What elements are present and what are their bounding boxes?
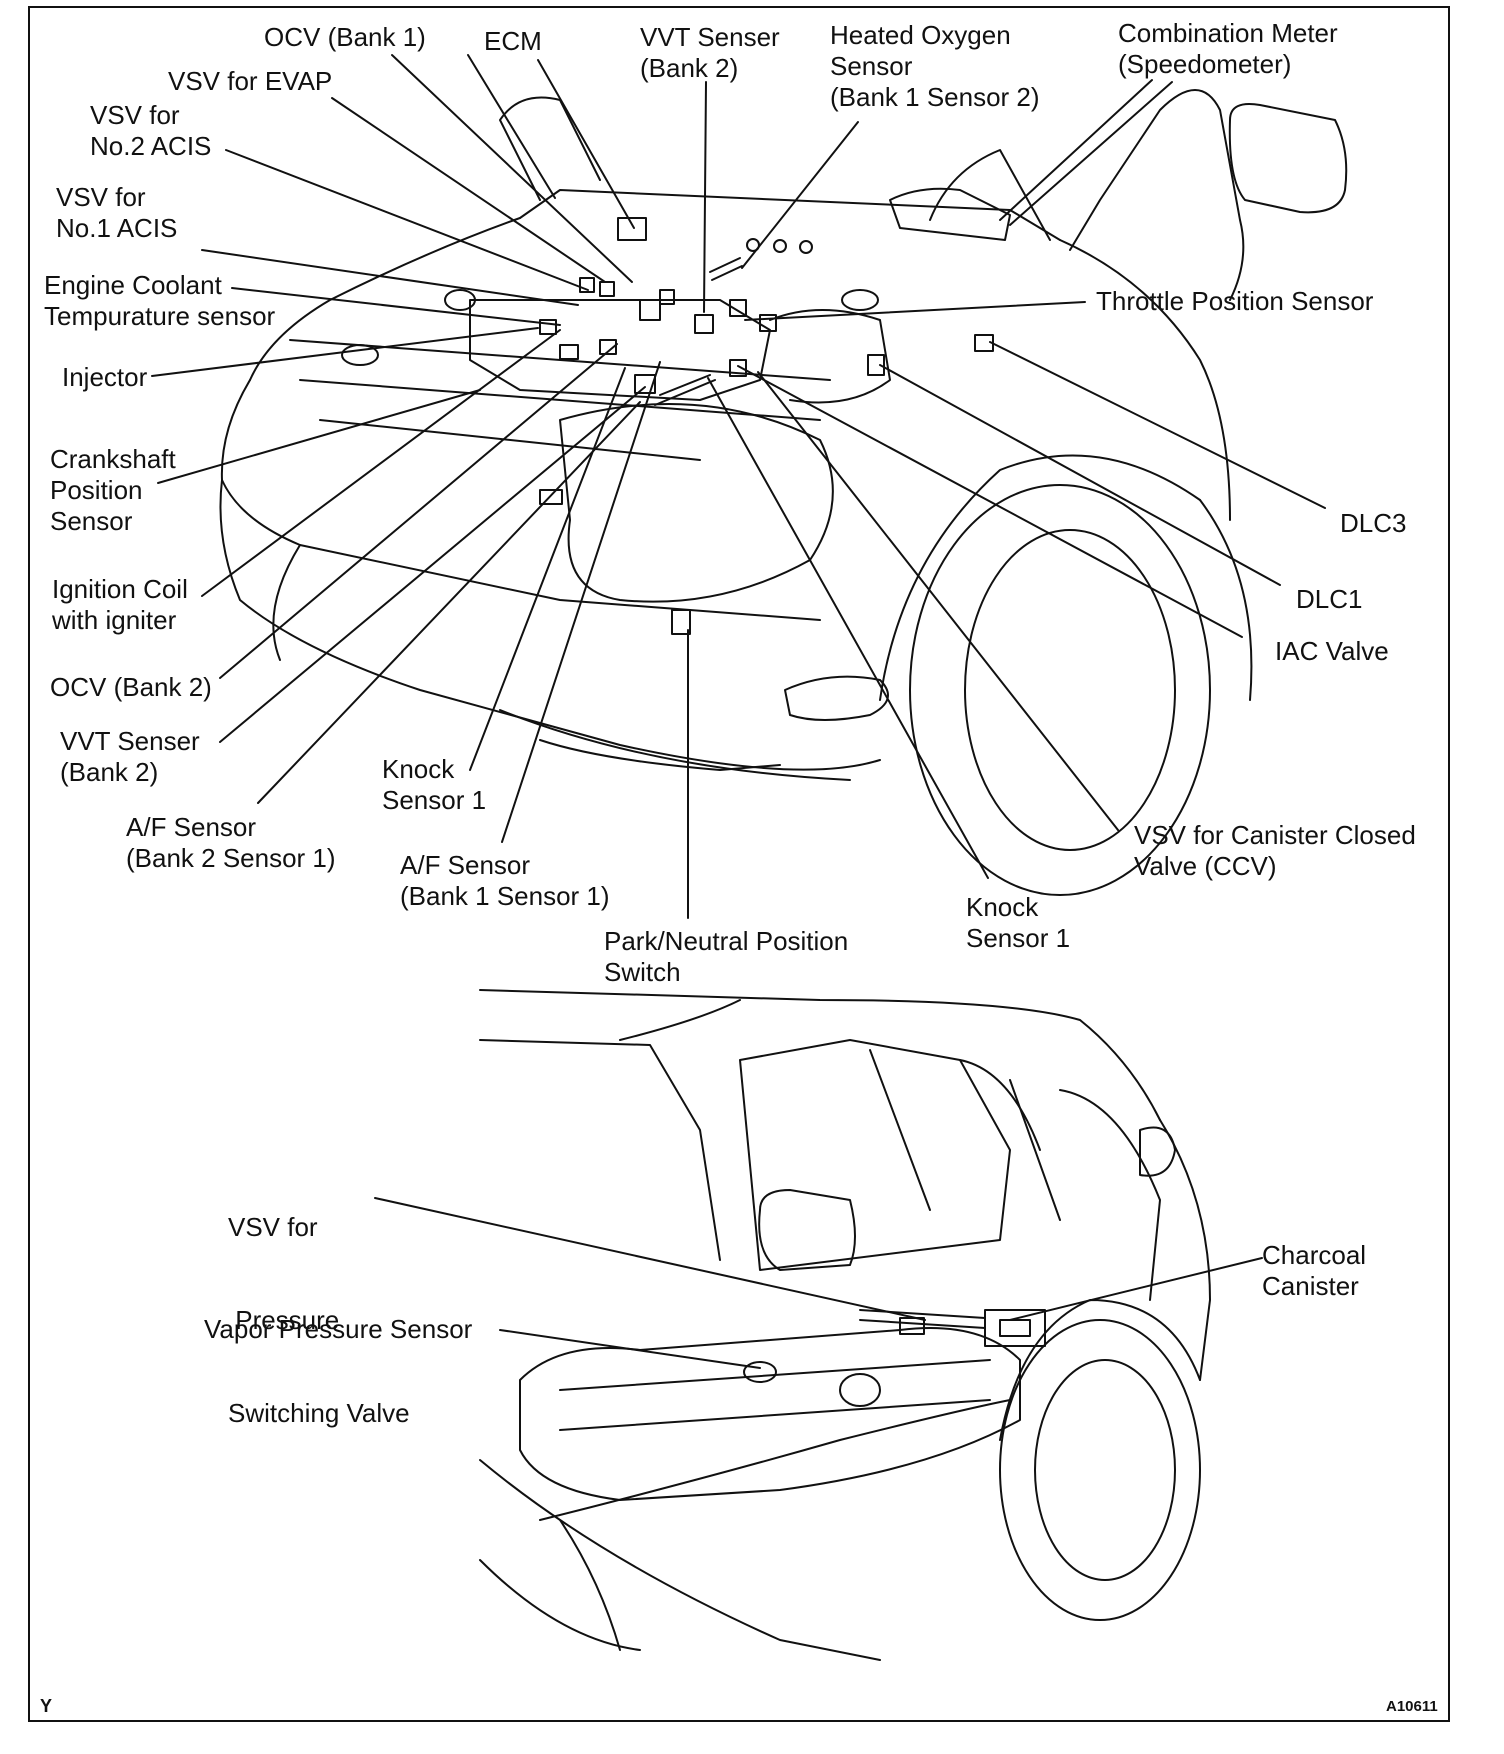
label-dlc3: DLC3 [1340, 508, 1407, 538]
label-ocv-bank2: OCV (Bank 2) [50, 672, 212, 702]
label-vapor-pressure-sensor: Vapor Pressure Sensor [204, 1314, 473, 1344]
corner-mark: Y [40, 1696, 53, 1716]
label-vvt-sensor-left: VVT Senser (Bank 2) [60, 726, 200, 787]
label-af-sensor-bank2: A/F Sensor (Bank 2 Sensor 1) [126, 812, 336, 873]
label-injector: Injector [62, 362, 148, 392]
label-ecm: ECM [484, 26, 542, 56]
diagram-frame [28, 6, 1450, 1722]
rear-vehicle-drawing [479, 989, 1211, 1661]
label-vsv-ccv: VSV for Canister Closed Valve (CCV) [1134, 820, 1416, 881]
label-engine-coolant-sensor: Engine Coolant Tempurature sensor [44, 270, 276, 331]
label-af-sensor-bank1: A/F Sensor (Bank 1 Sensor 1) [400, 850, 610, 911]
label-combination-meter: Combination Meter (Speedometer) [1118, 18, 1338, 79]
label-dlc1: DLC1 [1296, 584, 1363, 614]
label-charcoal-canister: Charcoal Canister [1262, 1240, 1367, 1301]
label-vsv-acis2: VSV for No.2 ACIS [90, 100, 212, 161]
label-park-neutral-switch: Park/Neutral Position Switch [604, 926, 849, 987]
label-heated-oxygen-sensor: Heated Oxygen Sensor (Bank 1 Sensor 2) [830, 20, 1040, 112]
label-crankshaft-position-sensor: Crankshaft Position Sensor [50, 444, 176, 536]
label-vsv-acis1: VSV for No.1 ACIS [56, 182, 178, 243]
label-knock-sensor-mid: Knock Sensor 1 [382, 754, 487, 815]
label-vsv-evap: VSV for EVAP [168, 66, 333, 96]
label-vsv-pressure-switching-valve: VSV for Pressure Switching Valve [228, 1212, 410, 1428]
label-iac-valve: IAC Valve [1275, 636, 1389, 666]
figure-id: A10611 [1386, 1698, 1438, 1715]
label-vvt-sensor-top: VVT Senser (Bank 2) [640, 22, 780, 83]
label-throttle-position-sensor: Throttle Position Sensor [1096, 286, 1374, 316]
leader-lines [151, 54, 1326, 1369]
label-ignition-coil: Ignition Coil with igniter [52, 574, 188, 635]
label-knock-sensor-right: Knock Sensor 1 [966, 892, 1071, 953]
label-ocv-bank1: OCV (Bank 1) [264, 22, 426, 52]
